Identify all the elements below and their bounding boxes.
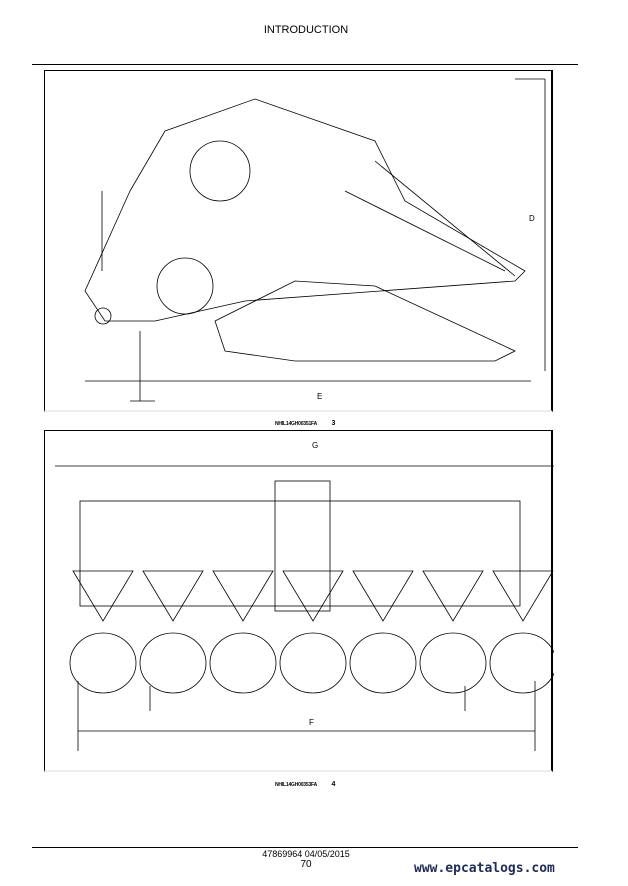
figure-number: 3 — [331, 420, 336, 427]
gathering-chain-housing — [422, 570, 484, 622]
row-unit-snout — [139, 632, 207, 694]
row-unit-snout — [349, 632, 417, 694]
row-unit-snout — [279, 632, 347, 694]
row-unit-snout — [209, 632, 277, 694]
figure-side-view: D E — [44, 70, 553, 412]
gathering-chain-housing — [142, 570, 204, 622]
header-rule — [32, 64, 578, 65]
figure-code: NHIL14GH00351FA — [275, 421, 318, 427]
watermark: www.epcatalogs.com — [414, 861, 555, 876]
front-view-drawing — [55, 465, 554, 751]
dimension-e-label: E — [317, 392, 323, 401]
dimension-d-label: D — [529, 214, 535, 223]
gathering-chain-housing — [212, 570, 274, 622]
page-number: 70 — [300, 859, 312, 870]
figure-number: 4 — [331, 781, 336, 788]
dimension-g-label: G — [312, 441, 319, 450]
figure-4-caption: NHIL14GH00353FA 4 — [275, 773, 335, 791]
gathering-chain-housing — [492, 570, 554, 622]
gathering-chain-housing — [352, 570, 414, 622]
doc-number: 47869964 04/05/2015 — [262, 849, 350, 859]
row-unit-snout — [489, 632, 554, 694]
gathering-chain-housing — [282, 570, 344, 622]
figure-3-caption: NHIL14GH00351FA 3 — [275, 412, 335, 430]
side-view-drawing — [84, 78, 546, 402]
figure-front-view: G F — [44, 430, 554, 772]
row-unit-snout — [419, 632, 487, 694]
figure-code: NHIL14GH00353FA — [275, 782, 318, 788]
row-unit-snout — [69, 632, 137, 694]
gathering-chain-housing — [72, 570, 134, 622]
dimension-f-label: F — [309, 718, 314, 727]
footer-rule — [32, 847, 578, 848]
section-header: INTRODUCTION — [263, 24, 349, 36]
